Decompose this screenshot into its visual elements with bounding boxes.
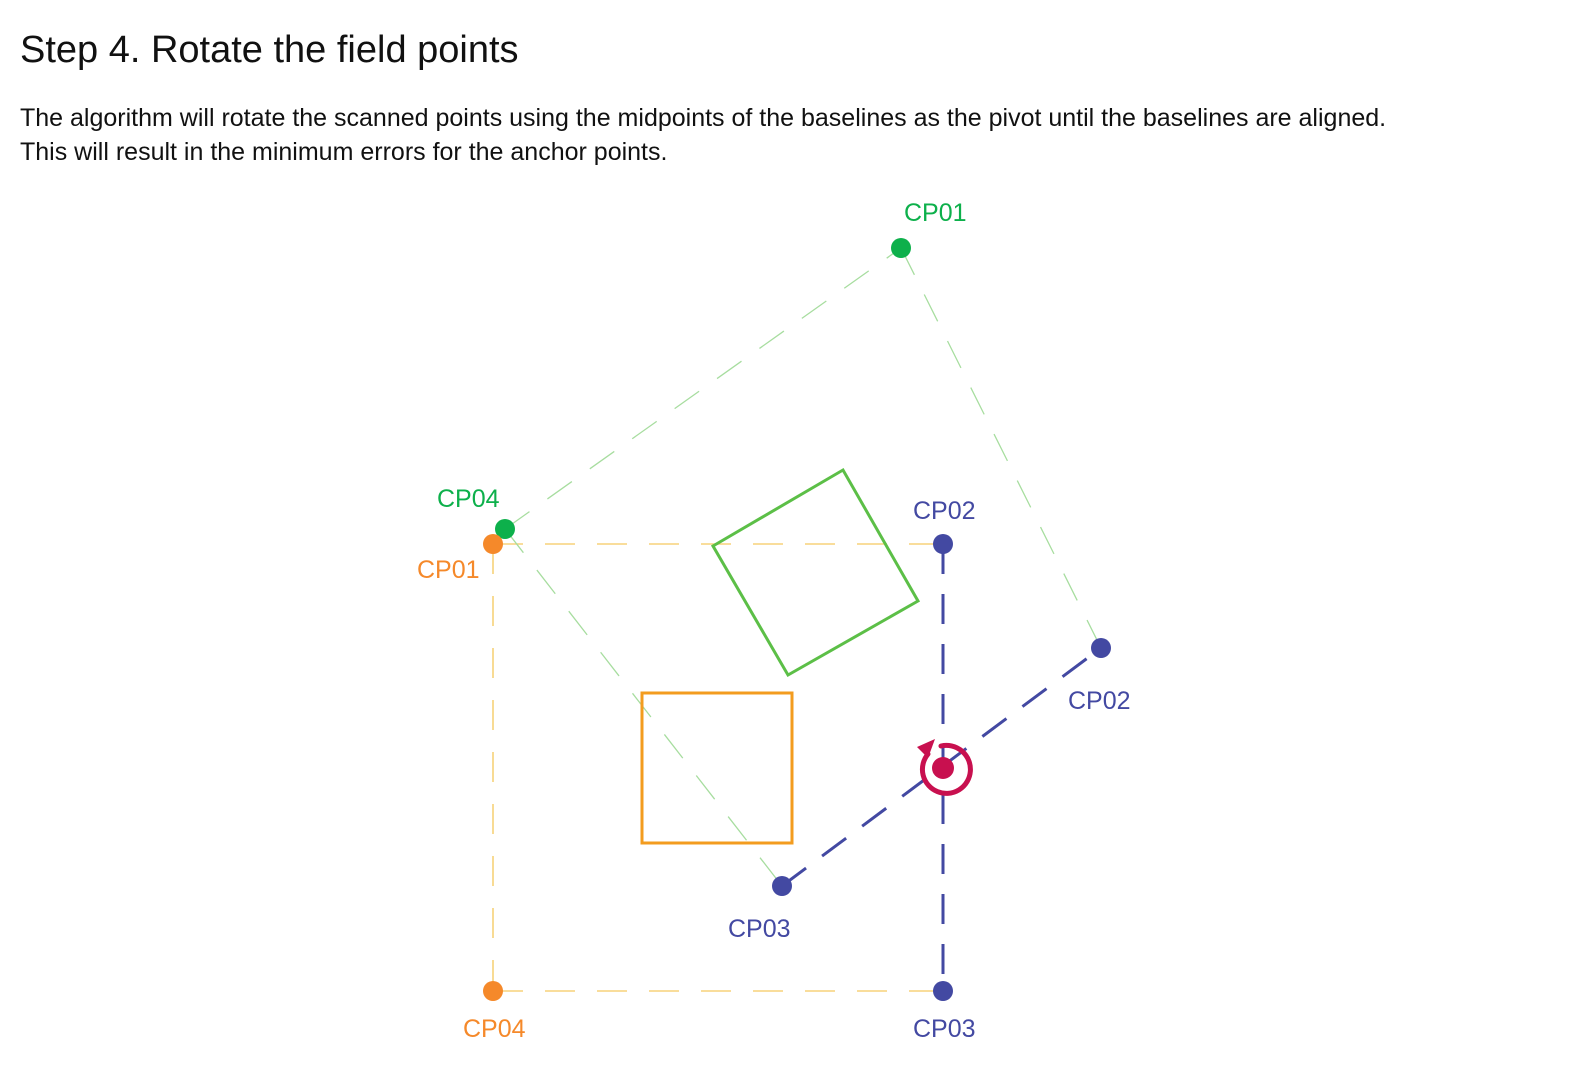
scanned-outline-top [504,247,902,530]
design-cp03-point [933,981,953,1001]
page-title: Step 4. Rotate the field points [20,29,519,71]
rotate-arc [919,742,973,796]
scanned-cp02-point [1091,638,1111,658]
design-cp02-point [933,534,953,554]
description: The algorithm will rotate the scanned po… [20,101,1386,169]
scanned-baseline [781,646,1102,888]
scanned-cp04-label: CP04 [437,485,500,513]
scanned-cp01-point [891,238,911,258]
scanned-outline-right [900,247,1102,649]
design-cp01-label: CP01 [417,556,480,584]
rotate-icon [917,739,973,796]
design-outline [492,543,943,992]
design-cp04-point [483,981,503,1001]
scanned-cp03-point [772,876,792,896]
scanned-outline [504,247,1102,887]
rotate-arrowhead [917,739,935,758]
design-cp04-label: CP04 [463,1015,526,1043]
scanned-cp02-label: CP02 [1068,687,1131,715]
design-shape [640,691,794,845]
scanned-cp03-label: CP03 [728,915,791,943]
design-cp02-label: CP02 [913,497,976,525]
design-cp03-label: CP03 [913,1015,976,1043]
scanned-shape [710,467,921,678]
description-line-2: This will result in the minimum errors f… [20,138,668,166]
description-line-1: The algorithm will rotate the scanned po… [20,104,1387,132]
scanned-cp01-label: CP01 [904,199,967,227]
design-cp01-point [483,534,503,554]
scanned-cp04-point [495,519,515,539]
pivot-point [932,757,954,779]
